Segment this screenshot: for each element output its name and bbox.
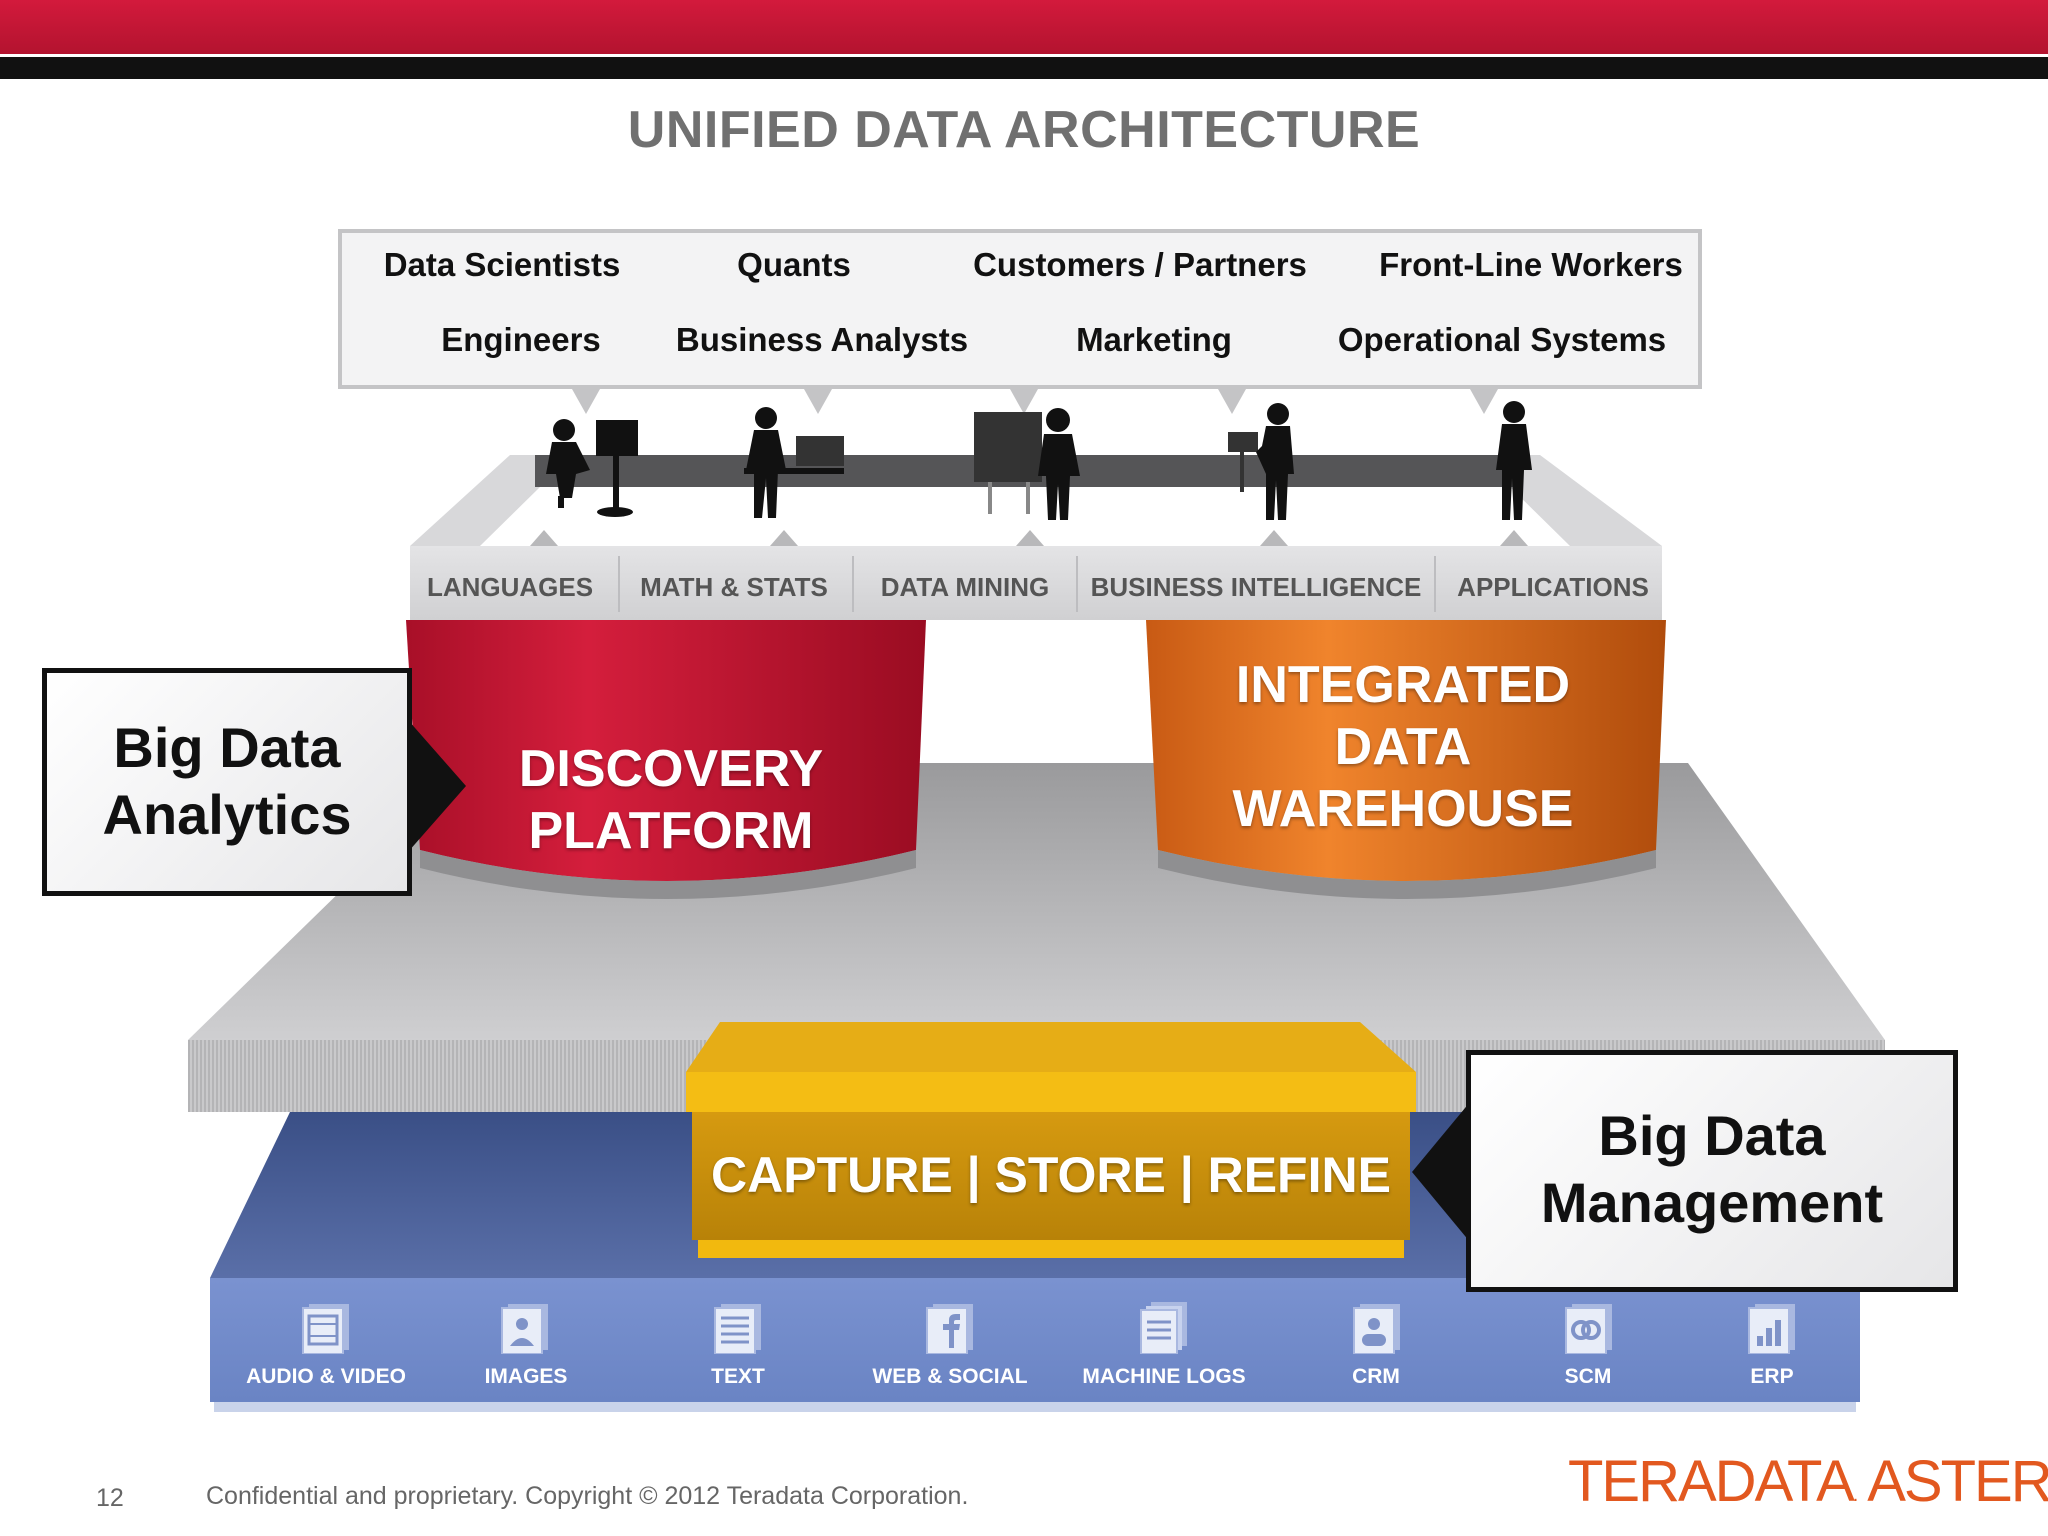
analytics-line-2: Analytics xyxy=(102,783,352,847)
source-machine-logs: MACHINE LOGS xyxy=(1082,1365,1246,1388)
integrated-data-warehouse-label: INTEGRATED DATA WAREHOUSE xyxy=(1150,654,1656,840)
tool-business-intelligence: BUSINESS INTELLIGENCE xyxy=(1090,572,1422,602)
user-pointers xyxy=(572,389,1498,414)
discovery-cylinder xyxy=(406,620,926,881)
discovery-line-1: DISCOVERY xyxy=(518,740,824,798)
image-icon xyxy=(501,1304,548,1354)
source-erp: ERP xyxy=(1750,1365,1794,1388)
capture-box-top xyxy=(686,1022,1416,1072)
warehouse-line-1: INTEGRATED xyxy=(1235,656,1571,714)
header-red-bar xyxy=(0,0,2048,54)
big-data-management-callout xyxy=(1466,1050,1958,1292)
person-icon xyxy=(755,407,777,429)
management-line-1: Big Data xyxy=(1598,1104,1826,1167)
capture-store-refine-label: CAPTURE | STORE | REFINE xyxy=(711,1147,1391,1203)
erp-icon xyxy=(1748,1304,1795,1354)
person-icon xyxy=(1046,408,1070,432)
film-icon xyxy=(302,1304,349,1354)
facebook-icon xyxy=(926,1304,973,1354)
tool-data-mining: DATA MINING xyxy=(880,572,1050,602)
user-data-scientists: Data Scientists xyxy=(383,246,621,283)
monitor-icon xyxy=(596,420,638,456)
tool-math-stats: MATH & STATS xyxy=(640,572,828,602)
source-crm: CRM xyxy=(1352,1365,1400,1388)
crm-icon xyxy=(1353,1304,1400,1354)
person-icon xyxy=(1267,403,1289,425)
user-marketing: Marketing xyxy=(1076,321,1232,358)
big-data-analytics-callout xyxy=(42,668,412,896)
tool-languages: LANGUAGES xyxy=(426,572,594,602)
discovery-cylinder-base xyxy=(420,850,916,899)
access-platform-inner xyxy=(480,487,1570,546)
warehouse-line-3: WAREHOUSE xyxy=(1232,780,1574,838)
big-data-management-text: Big Data Management xyxy=(1476,1102,1948,1236)
teradata-aster-logo: TERADATA. ASTER xyxy=(1568,1448,2048,1518)
user-engineers: Engineers xyxy=(441,321,601,358)
user-customers-partners: Customers / Partners xyxy=(973,246,1307,283)
tool-applications: APPLICATIONS xyxy=(1457,572,1649,602)
big-data-analytics-text: Big Data Analytics xyxy=(52,714,402,848)
logo-aster: ASTER xyxy=(1867,1449,2048,1514)
capture-box-bottom xyxy=(698,1240,1404,1258)
source-scm: SCM xyxy=(1564,1365,1612,1388)
scm-icon xyxy=(1565,1304,1612,1354)
data-layer-shadow xyxy=(214,1402,1856,1412)
capture-box-front xyxy=(692,1112,1410,1240)
page-number: 12 xyxy=(96,1484,124,1512)
user-quants: Quants xyxy=(737,246,851,283)
tool-divider xyxy=(618,556,620,612)
user-operational-systems: Operational Systems xyxy=(1337,321,1667,358)
warehouse-cylinder-base xyxy=(1158,850,1656,899)
source-audio-video: AUDIO & VIDEO xyxy=(246,1365,406,1388)
discovery-platform-label: DISCOVERY PLATFORM xyxy=(426,738,916,862)
slide-title: UNIFIED DATA ARCHITECTURE xyxy=(627,101,1421,159)
tool-divider xyxy=(1076,556,1078,612)
source-text: TEXT xyxy=(711,1365,765,1388)
person-icon xyxy=(553,419,575,441)
logo-dot: . xyxy=(1852,1484,1858,1506)
user-silhouettes xyxy=(546,401,1532,520)
tool-divider xyxy=(852,556,854,612)
logo-teradata: TERADATA xyxy=(1568,1449,1855,1514)
user-front-line-workers: Front-Line Workers xyxy=(1379,246,1683,283)
discovery-line-2: PLATFORM xyxy=(528,802,814,860)
source-web-social: WEB & SOCIAL xyxy=(872,1365,1028,1388)
user-communities-box xyxy=(338,229,1702,389)
frame-arrows xyxy=(530,530,1528,546)
analytics-pointer xyxy=(408,720,466,852)
copyright-footer: Confidential and proprietary. Copyright … xyxy=(206,1482,969,1510)
analytics-line-1: Big Data xyxy=(113,716,341,779)
text-icon xyxy=(714,1304,761,1354)
board-icon xyxy=(974,412,1042,482)
user-business-analysts: Business Analysts xyxy=(675,321,969,358)
management-line-2: Management xyxy=(1540,1171,1884,1235)
warehouse-cylinder xyxy=(1146,620,1666,881)
capture-box-lid xyxy=(686,1072,1416,1112)
management-pointer xyxy=(1412,1102,1470,1242)
person-icon xyxy=(1503,401,1525,423)
warehouse-line-2: DATA xyxy=(1334,718,1472,776)
tool-divider xyxy=(1434,556,1436,612)
header-black-bar xyxy=(0,57,2048,79)
source-images: IMAGES xyxy=(484,1365,568,1388)
logs-icon xyxy=(1140,1302,1187,1354)
